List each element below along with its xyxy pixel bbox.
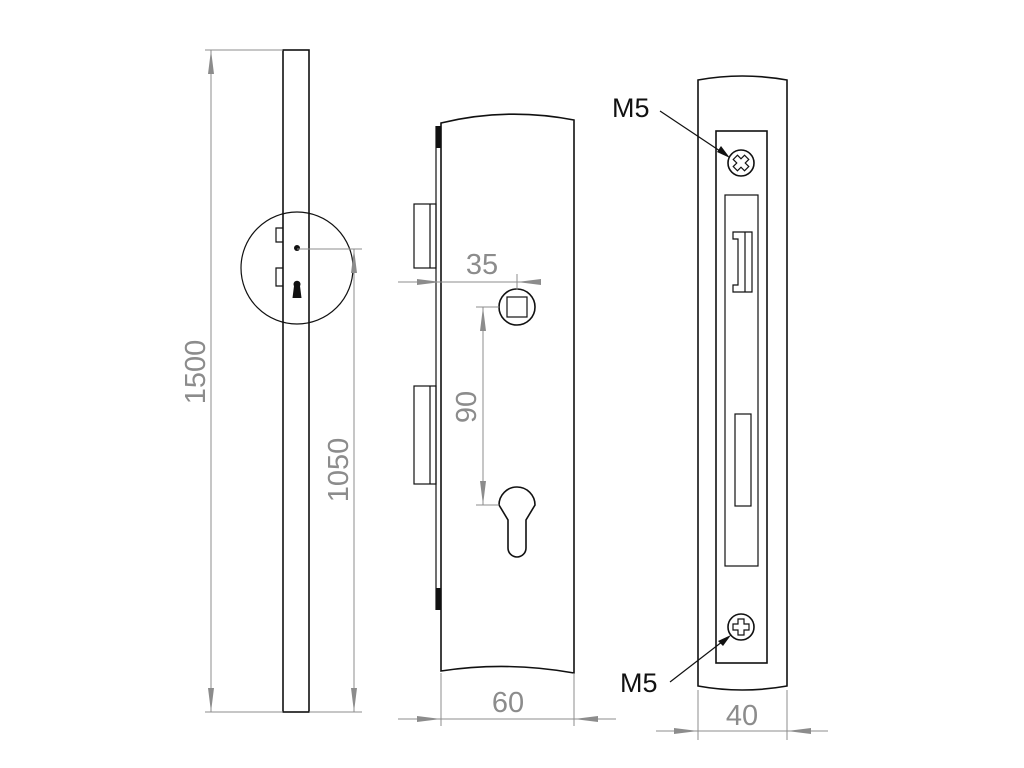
dead-bolt (413, 385, 437, 485)
latch-face (732, 231, 753, 293)
dimension-center-distance: 90 (451, 306, 499, 506)
square-spindle (506, 296, 528, 318)
dimension-label-backset: 35 (466, 249, 498, 281)
callout-label-bottom-screw: M5 (620, 668, 658, 698)
top-screw (727, 149, 755, 177)
dimension-plate-width: 60 (398, 673, 616, 726)
cylinder-cutout (498, 486, 536, 558)
profile-strip-view: 1500 1050 (180, 49, 362, 713)
escutcheon-plate-view: 35 90 60 (398, 113, 616, 726)
dimension-overall-length: 1500 (180, 49, 283, 713)
phillips-screw-icon (732, 618, 750, 636)
bottom-screw (727, 613, 755, 641)
detail-spindle-hole (294, 245, 300, 251)
dimension-label-handle-height: 1050 (323, 438, 355, 503)
detail-lock-case (275, 227, 302, 298)
dimension-label-plate-width: 60 (492, 687, 524, 719)
dimension-backset: 35 (398, 249, 541, 290)
phillips-screw-icon (732, 154, 750, 172)
dimension-label-center-distance: 90 (451, 391, 483, 423)
bolt-slot (724, 194, 759, 567)
spindle-hole (498, 288, 536, 326)
deadbolt-face (734, 413, 752, 507)
lock-body-edge (413, 126, 441, 610)
callout-label-top-screw: M5 (612, 93, 650, 123)
detail-keyhole-icon (292, 280, 302, 298)
faceplate-outer (697, 75, 788, 691)
faceplate-view: M5 M5 40 (612, 75, 828, 740)
detail-circle (240, 211, 354, 325)
dimension-label-overall-length: 1500 (180, 340, 212, 405)
dimension-handle-height: 1050 (297, 248, 362, 713)
latch-bolt (413, 203, 437, 269)
callout-bottom-screw: M5 (620, 635, 731, 698)
faceplate-inner (715, 130, 768, 664)
dimension-label-faceplate-width: 40 (726, 700, 758, 732)
callout-top-screw: M5 (612, 93, 730, 158)
profile-strip (282, 49, 310, 713)
dimension-faceplate-width: 40 (656, 690, 828, 740)
